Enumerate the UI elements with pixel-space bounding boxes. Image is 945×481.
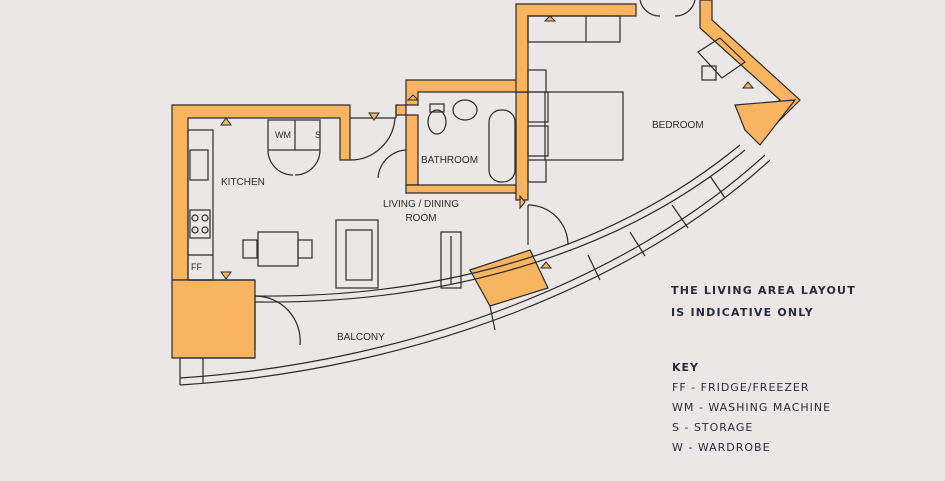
bathroom-label: BATHROOM [421,155,478,166]
key-item: WM - WASHING MACHINE [672,401,832,414]
kitchen-counter [187,129,214,281]
key-item: S - STORAGE [672,421,754,434]
wm-label: WM [275,130,291,140]
furniture [242,37,746,289]
living-label-line1: LIVING / DINING [383,199,459,210]
walls [171,0,801,359]
key-item: FF - FRIDGE/FREEZER [672,381,810,394]
bedroom-label: BEDROOM [652,120,704,131]
markers [220,15,755,280]
key-item: W - WARDROBE [672,441,771,454]
interior-lines [188,0,696,350]
storage-label: S [315,130,321,140]
ff-label: FF [191,262,202,272]
layout-note-line2: IS INDICATIVE ONLY [671,306,814,319]
layout-note: THE LIVING AREA LAYOUT IS INDICATIVE ONL… [671,280,911,324]
key-legend: KEY FF - FRIDGE/FREEZER WM - WASHING MAC… [672,358,912,458]
facade-curves [179,144,771,386]
kitchen-label: KITCHEN [221,177,265,188]
living-label-line2: ROOM [405,213,436,224]
layout-note-line1: THE LIVING AREA LAYOUT [671,284,856,297]
balcony-label: BALCONY [337,332,385,343]
key-title: KEY [672,361,700,374]
